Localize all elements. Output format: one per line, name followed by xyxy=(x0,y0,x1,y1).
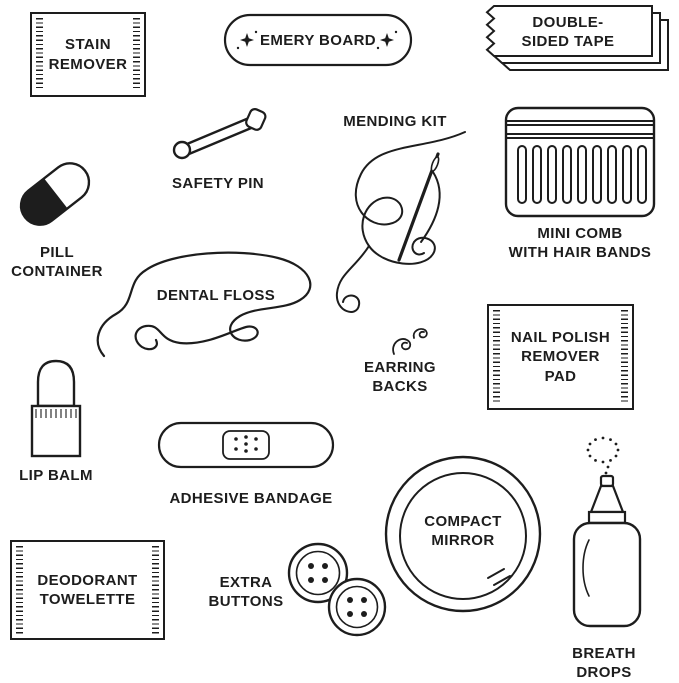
stain-remover-label: STAIN REMOVER xyxy=(48,36,128,73)
sparkle-icon xyxy=(240,33,254,47)
safety-pin-icon xyxy=(172,108,267,160)
breath-drops-label: BREATH DROPS xyxy=(572,645,636,682)
extra-buttons-label: EXTRA BUTTONS xyxy=(208,574,284,611)
adhesive-bandage-label: ADHESIVE BANDAGE xyxy=(169,490,333,507)
earring-backs-icon xyxy=(392,328,428,355)
double-sided-tape-label: DOUBLE- SIDED TAPE xyxy=(521,14,615,51)
remover-pad-packet-icon: NAIL POLISH REMOVER PAD xyxy=(487,304,634,410)
bandage-icon xyxy=(157,421,335,469)
capsule-icon xyxy=(19,162,91,226)
sparkle-icon xyxy=(380,33,394,47)
compact-mirror-icon xyxy=(384,455,542,613)
dental-floss-label: DENTAL FLOSS xyxy=(156,287,276,304)
safety-pin-label: SAFETY PIN xyxy=(171,175,265,192)
deodorant-towelette-label: DEODORANT TOWELETTE xyxy=(37,571,138,608)
towelette-packet-icon: DEODORANT TOWELETTE xyxy=(10,540,165,640)
compact-mirror-label: COMPACT MIRROR xyxy=(424,513,502,550)
mending-kit-label: MENDING KIT xyxy=(343,113,447,130)
emery-board-icon xyxy=(223,13,413,67)
mini-comb-label: MINI COMB WITH HAIR BANDS xyxy=(508,225,652,262)
earring-backs-label: EARRING BACKS xyxy=(364,359,436,396)
nail-polish-pad-label: NAIL POLISH REMOVER PAD xyxy=(510,329,611,385)
sewing-buttons-icon xyxy=(287,542,387,637)
needle-and-thread-icon xyxy=(335,131,466,313)
comb-with-bands-icon xyxy=(504,106,656,218)
pill-container-label: PILL CONTAINER xyxy=(11,244,103,281)
floss-squiggle-icon xyxy=(96,251,312,358)
lip-balm-tube-icon xyxy=(30,359,82,458)
lip-balm-label: LIP BALM xyxy=(19,467,93,484)
stain-remover-packet-icon: STAIN REMOVER xyxy=(30,12,146,97)
emery-board-label: EMERY BOARD xyxy=(259,32,377,49)
drops-bottle-icon xyxy=(572,436,642,628)
tape-strips-icon xyxy=(485,5,669,71)
